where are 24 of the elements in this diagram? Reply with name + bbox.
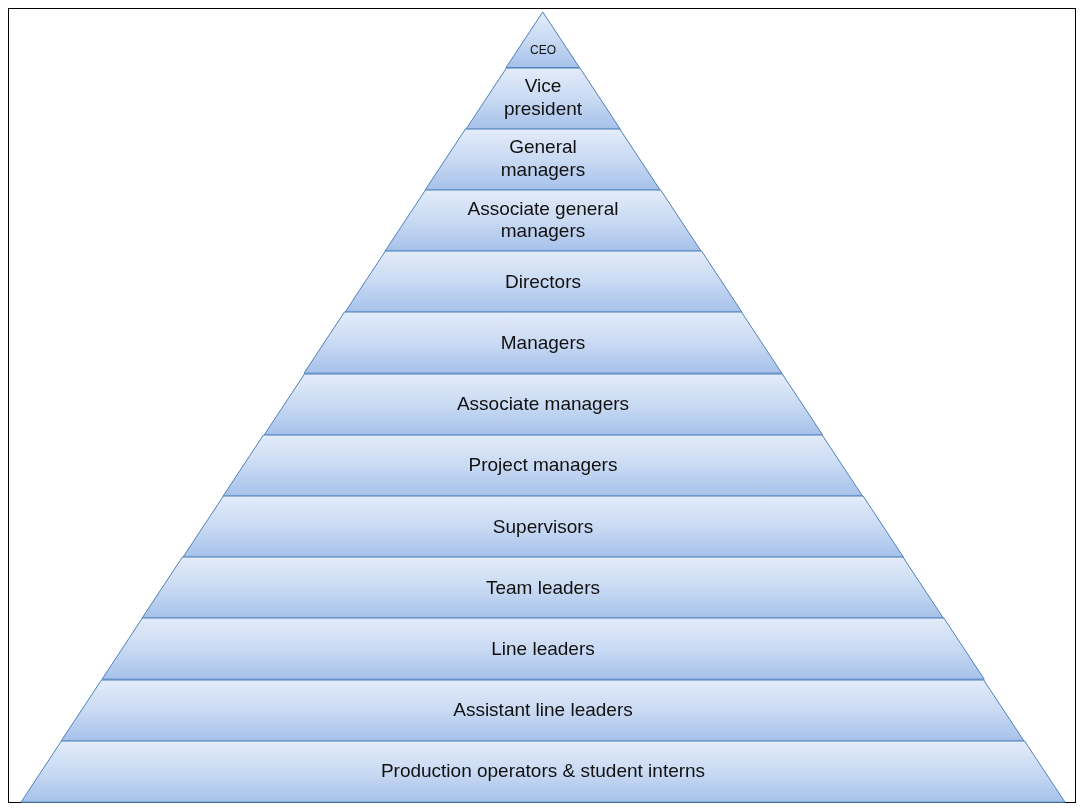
pyramid-tier [263,373,823,435]
pyramid-tier [384,190,702,252]
pyramid-tier [61,679,1025,741]
pyramid-tier [304,312,782,374]
pyramid-tier [182,496,904,558]
pyramid-tier [142,557,944,619]
tier-label: Line leaders [491,637,595,661]
tier-label: Production operators & student interns [380,760,706,783]
tier-label: General managers [499,136,587,183]
pyramid-tier [223,434,863,496]
pyramid-tier [21,740,1065,802]
pyramid-tier [344,251,742,313]
pyramid-tier [101,618,985,680]
tier-label: Associate managers [456,392,630,416]
tier-label: Vice president [502,75,584,121]
tier-label: Associate general managers [466,197,620,244]
tier-label: Assistant line leaders [453,698,633,722]
tier-label: Managers [500,331,586,355]
tier-label: Project managers [468,454,618,477]
tier-label: CEO [530,42,556,57]
tier-label: Supervisors [492,515,594,538]
pyramid-tier [425,128,661,190]
tier-label: Team leaders [485,576,600,600]
tier-label: Directors [505,270,581,294]
